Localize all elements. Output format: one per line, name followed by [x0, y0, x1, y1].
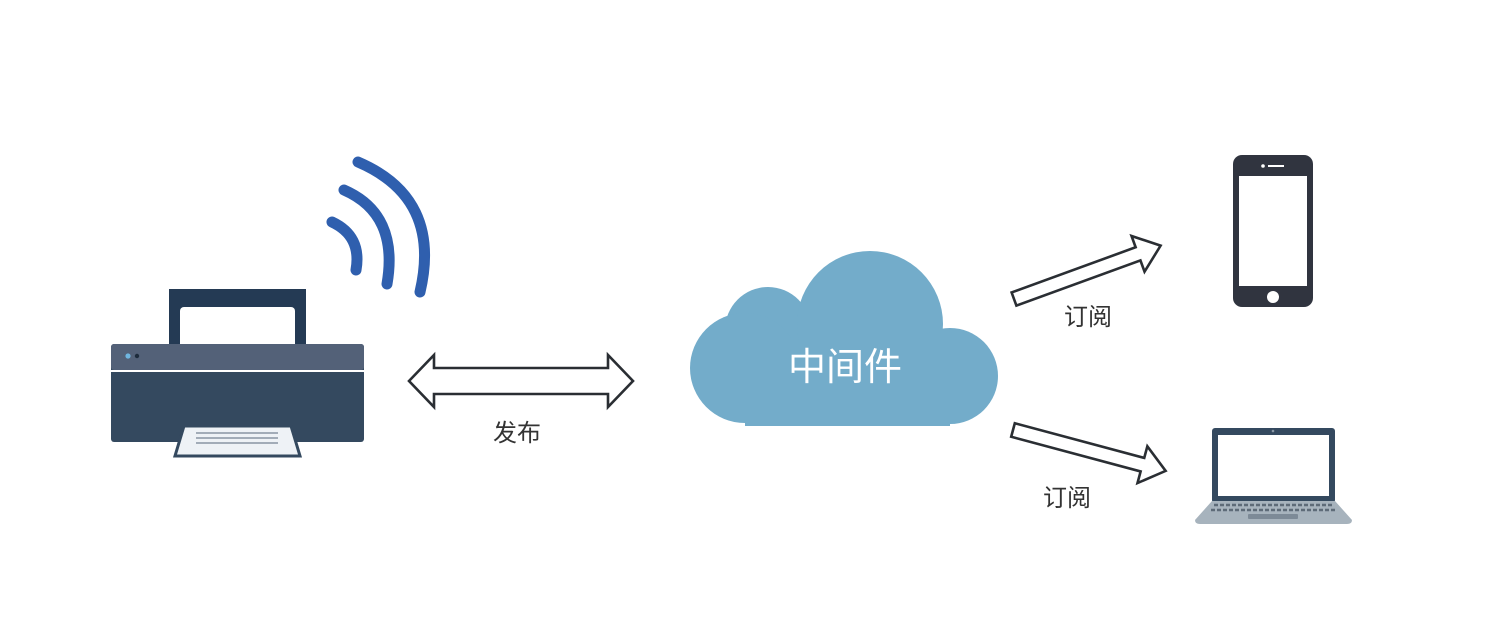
subscribe-phone-label: 订阅	[1064, 303, 1112, 331]
subscribe-laptop-label: 订阅	[1043, 484, 1091, 512]
wifi-signal-icon	[326, 156, 431, 298]
laptop-icon	[1195, 428, 1352, 524]
publish-label: 发布	[493, 419, 541, 447]
subscribe-laptop-arrow	[1009, 421, 1168, 486]
middleware-label: 中间件	[788, 345, 902, 389]
cloud-icon	[690, 251, 998, 426]
publish-arrow	[407, 351, 635, 411]
subscribe-phone-arrow	[1009, 233, 1163, 308]
smartphone-icon	[1233, 155, 1313, 307]
printer-icon	[111, 289, 364, 458]
